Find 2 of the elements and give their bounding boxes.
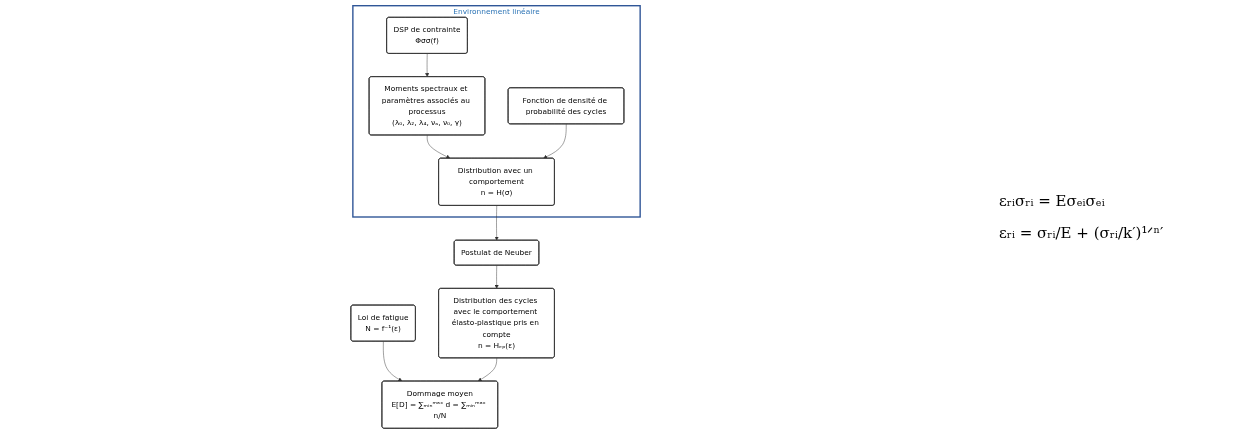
formula-text: εᵣᵢ = σᵣᵢ/E + (σᵣᵢ/k′)¹ᐟⁿ′ xyxy=(999,224,1165,242)
formula-text: εᵣᵢσᵣᵢ = Eσₑᵢσₑᵢ xyxy=(999,192,1106,210)
